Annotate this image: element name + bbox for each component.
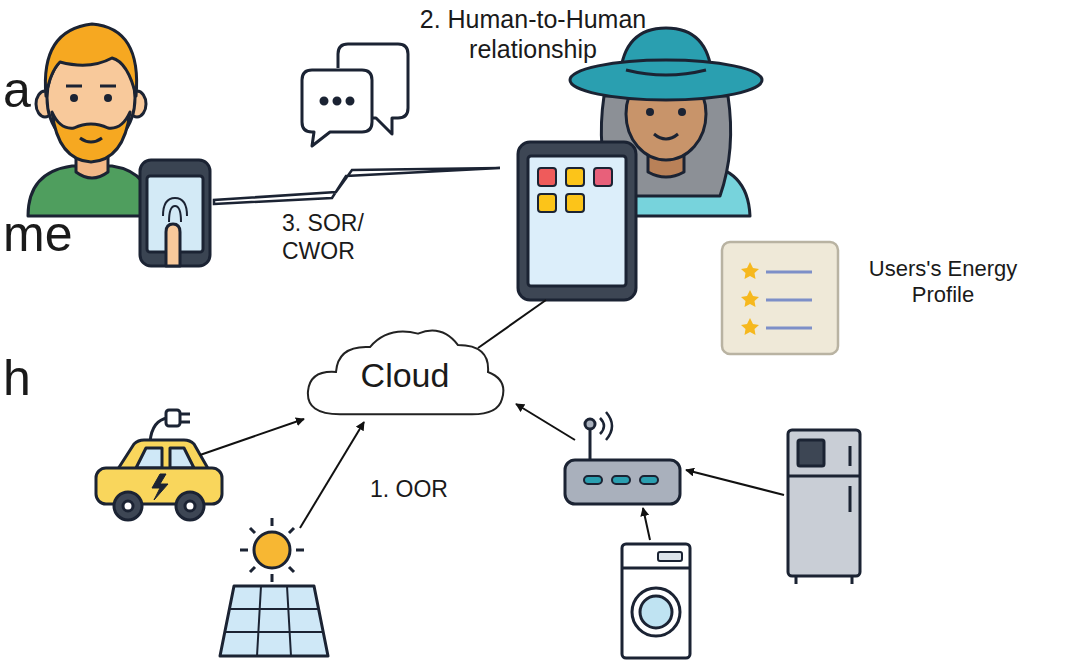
car-icon (96, 410, 222, 520)
wireless-link (214, 168, 500, 204)
man-icon-part (45, 24, 136, 96)
data-arrows-part (478, 300, 546, 348)
data-arrows-part (686, 470, 784, 495)
tablet-icon-part (594, 168, 612, 186)
woman-icon-part (570, 60, 762, 100)
washer-icon-part (632, 588, 680, 636)
tablet-icon-part (528, 156, 626, 286)
link-label: 3. SOR/ CWOR (282, 210, 394, 265)
cloud-node: Cloud (300, 324, 510, 420)
chat-icon-part (347, 98, 353, 104)
man-icon-part (70, 94, 78, 102)
solar-panel-icon-part (240, 518, 304, 582)
tablet-icon-part (566, 194, 584, 212)
tablet-icon-part (538, 194, 556, 212)
chat-icon (302, 44, 408, 146)
slide-text-fragment: me (3, 204, 103, 264)
washer-icon-part (622, 544, 690, 658)
fridge-icon-part (798, 440, 824, 466)
router-icon-part (565, 460, 680, 504)
car-icon-part (180, 414, 190, 422)
data-arrows (200, 300, 784, 540)
fridge-icon-part (849, 446, 852, 512)
data-arrows-part (300, 422, 364, 528)
fridge-icon-part (788, 475, 860, 478)
phone-icon (140, 160, 210, 266)
woman-icon-part (678, 108, 686, 116)
router-icon-part (589, 428, 592, 460)
router-icon-part (612, 476, 630, 484)
solar-panel-icon-part (254, 532, 290, 568)
profile-card-icon (722, 242, 838, 354)
tablet-icon (518, 142, 636, 300)
washer-icon-part (658, 552, 682, 561)
tablet-icon-part (518, 142, 636, 300)
fridge-icon-part (788, 430, 860, 576)
washer-icon (622, 544, 690, 658)
tablet-icon-part (566, 168, 584, 186)
router-icon (565, 412, 680, 504)
woman-icon-part (626, 70, 706, 75)
router-icon-part (584, 476, 602, 484)
solar-panel-icon-part (225, 586, 323, 656)
solar-panel-icon (220, 518, 328, 656)
node-label: Cloud (361, 350, 450, 395)
profile-card-icon-part (722, 242, 838, 354)
car-icon-part (114, 492, 142, 520)
cloud-outline (308, 331, 503, 415)
solar-panel-icon-part (220, 586, 328, 656)
car-icon-part (176, 492, 204, 520)
slide-text-fragment: a (3, 60, 63, 120)
woman-icon-part (646, 108, 654, 116)
chat-icon-part (321, 98, 327, 104)
slide-text-fragment: h (3, 348, 63, 408)
man-icon-part (80, 138, 102, 142)
data-arrows-part (200, 419, 304, 455)
wireless-link-part (214, 168, 500, 204)
washer-icon-part (640, 596, 672, 628)
chat-icon-part (302, 70, 372, 146)
profile-card-icon-part (741, 262, 759, 279)
router-icon-part (600, 412, 612, 440)
phone-icon-part (166, 224, 180, 266)
car-icon-part (166, 410, 180, 426)
car-icon-part (152, 474, 168, 500)
woman-icon-part (654, 134, 678, 139)
fridge-icon-part (796, 576, 852, 584)
data-arrows-part (643, 508, 650, 540)
phone-icon-part (163, 198, 187, 222)
profile-card-icon-part (766, 272, 812, 328)
washer-icon-part (622, 567, 690, 570)
tablet-icon-part (538, 168, 556, 186)
man-icon-part (104, 94, 112, 102)
man-icon-part (66, 85, 116, 88)
car-icon-part (185, 501, 195, 511)
relationship-label: 2. Human-to-Human relationship (378, 4, 688, 64)
data-arrows-part (516, 404, 575, 440)
fridge-icon (788, 430, 860, 584)
chat-icon-part (334, 98, 340, 104)
router-icon-part (585, 419, 595, 429)
profile-card-icon-part (741, 318, 759, 335)
man-icon-part (52, 112, 130, 162)
man-icon (28, 24, 154, 216)
car-icon-part (123, 501, 133, 511)
profile-card-icon-part (741, 290, 759, 307)
profile-label: Users's Energy Profile (848, 256, 1038, 309)
car-icon-part (136, 448, 194, 468)
link-label: 1. OOR (370, 476, 480, 504)
phone-icon-part (140, 160, 210, 266)
router-icon-part (640, 476, 658, 484)
